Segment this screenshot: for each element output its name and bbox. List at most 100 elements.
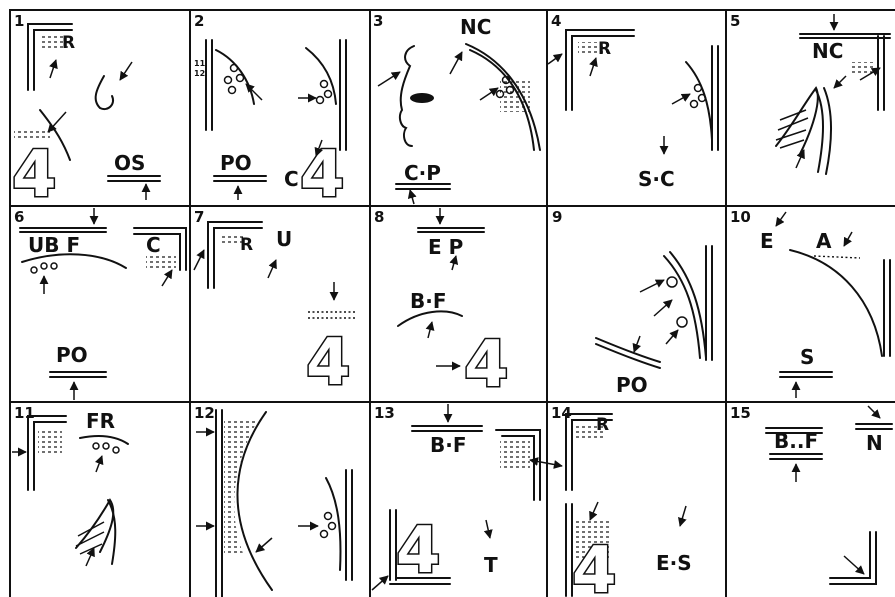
panel-number-3: 3	[373, 12, 383, 30]
label-n: N	[866, 431, 883, 455]
label-a: A	[816, 229, 832, 253]
hand-sketch	[776, 88, 831, 174]
arrow-icon	[844, 556, 864, 574]
label-11: 11	[194, 59, 206, 68]
panel-5: 5 NC	[730, 12, 890, 174]
label-os: OS	[114, 151, 145, 175]
arrow-icon	[96, 456, 102, 472]
panel-number-8: 8	[374, 208, 384, 226]
symbol-four: 4	[396, 514, 441, 588]
arrow-icon	[680, 506, 686, 526]
label-cp: C·P	[404, 161, 441, 185]
arrow-icon	[776, 212, 786, 226]
arrow-icon	[410, 190, 414, 204]
panel-14: 14 R 4 E·S	[530, 404, 692, 597]
panel-7: 7 R U 4	[194, 208, 356, 400]
arrow-icon	[548, 54, 562, 64]
panel-number-15: 15	[730, 404, 751, 422]
panel-6: 6 UB F C PO	[14, 208, 186, 400]
panel-15: 15 B..F N	[730, 404, 892, 584]
label-nc: NC	[812, 39, 843, 63]
arrow-icon	[834, 76, 846, 88]
arrow-icon	[486, 520, 490, 538]
label-s: S	[800, 345, 814, 369]
arrow-icon	[666, 330, 678, 344]
molar-dots	[321, 513, 336, 538]
panel-number-4: 4	[551, 12, 561, 30]
molar-dots	[93, 443, 119, 453]
arrow-icon	[48, 112, 66, 132]
face-profile	[400, 46, 434, 146]
arrow-icon	[378, 72, 400, 86]
panel-13: 13 B·F 4 T	[372, 404, 540, 590]
label-e: E	[760, 229, 774, 253]
panel-9: 9 PO	[552, 208, 712, 397]
panel-3: 3 NC C·P	[373, 12, 540, 204]
label-po: PO	[220, 151, 252, 175]
label-po: PO	[616, 373, 648, 397]
molar-dots	[317, 81, 332, 104]
arrow-icon	[50, 60, 56, 78]
corner-bracket-icon	[830, 532, 876, 584]
label-fr: FR	[86, 409, 115, 433]
hand-sketch	[76, 500, 115, 564]
label-c: C	[284, 167, 299, 191]
molar-dots	[225, 65, 244, 94]
panel-number-1: 1	[14, 12, 24, 30]
symbol-four: 4	[464, 328, 509, 402]
label-bf: B·F	[430, 433, 467, 457]
dotted-shading	[38, 428, 62, 456]
arrow-icon	[672, 94, 690, 104]
symbol-four: 4	[306, 326, 351, 400]
panel-4: 4 R S·C	[548, 12, 718, 191]
arrow-icon	[590, 58, 596, 76]
nose-sketch	[96, 76, 113, 109]
panel-number-13: 13	[374, 404, 395, 422]
panel-number-6: 6	[14, 208, 24, 226]
arrow-icon	[868, 406, 880, 418]
label-r: R	[240, 235, 253, 255]
arrow-icon	[590, 502, 598, 520]
grid-lines	[10, 10, 895, 597]
dotted-shading	[146, 254, 176, 268]
arrow-icon	[246, 84, 262, 100]
arrow-icon	[450, 52, 462, 74]
panel-number-7: 7	[194, 208, 204, 226]
panel-8: 8 E P B·F 4	[374, 208, 509, 402]
label-c: C	[146, 233, 161, 257]
panel-12: 12	[194, 404, 352, 597]
symbol-four: 4	[300, 138, 345, 212]
arrow-icon	[844, 232, 852, 246]
label-bf: B·F	[410, 289, 447, 313]
arrow-icon	[372, 576, 388, 590]
arrow-icon	[654, 300, 672, 316]
label-t: T	[484, 553, 498, 577]
label-r: R	[62, 33, 75, 53]
label-e-s: E·S	[656, 551, 692, 575]
arrow-icon	[268, 260, 276, 278]
label-r: R	[596, 415, 609, 435]
molar-dots	[31, 263, 57, 273]
panel-number-10: 10	[730, 208, 751, 226]
label-sc: S·C	[638, 167, 675, 191]
panel-number-11: 11	[14, 404, 35, 422]
label-12: 12	[194, 69, 205, 78]
label-e-p: E P	[428, 235, 463, 259]
arrow-icon	[256, 538, 272, 552]
label-nc: NC	[460, 15, 491, 39]
molar-dots	[691, 85, 706, 108]
arrow-icon	[194, 250, 204, 270]
panel-number-2: 2	[194, 12, 204, 30]
arrow-icon	[428, 322, 432, 338]
arrow-icon	[634, 336, 640, 352]
arrow-icon	[480, 88, 498, 100]
label-u: U	[276, 227, 292, 251]
symbol-four: 4	[572, 534, 617, 597]
arrow-icon	[640, 280, 664, 292]
arrow-icon	[120, 62, 132, 80]
panel-1: 1 R 4 OS	[12, 12, 160, 212]
label-bf: B..F	[774, 429, 818, 453]
label-po: PO	[56, 343, 88, 367]
panel-number-9: 9	[552, 208, 562, 226]
